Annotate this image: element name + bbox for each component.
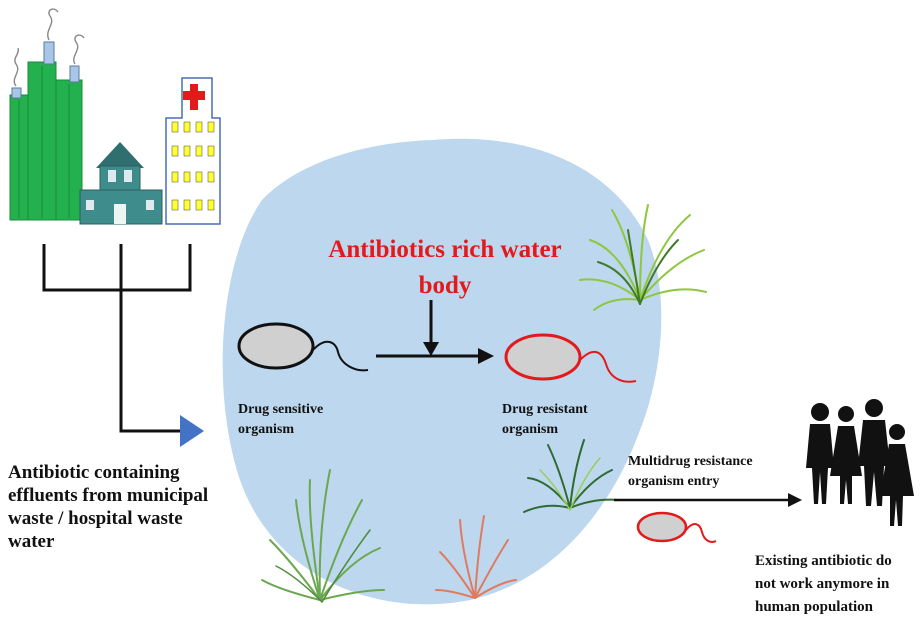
water-body [222,138,662,605]
entry-arrow [614,493,802,507]
hospital-icon [165,77,221,225]
drug-sensitive-organism [237,322,369,372]
house-icon [79,142,163,225]
factory-icon [9,8,85,221]
drug-resistant-organism [504,333,637,383]
people-icon [806,399,914,526]
resistance-arrow [376,300,494,364]
inlet-arrow [180,415,204,447]
mdr-organism [636,511,717,543]
effluent-pipes [42,244,192,433]
grass-icon [261,204,707,603]
